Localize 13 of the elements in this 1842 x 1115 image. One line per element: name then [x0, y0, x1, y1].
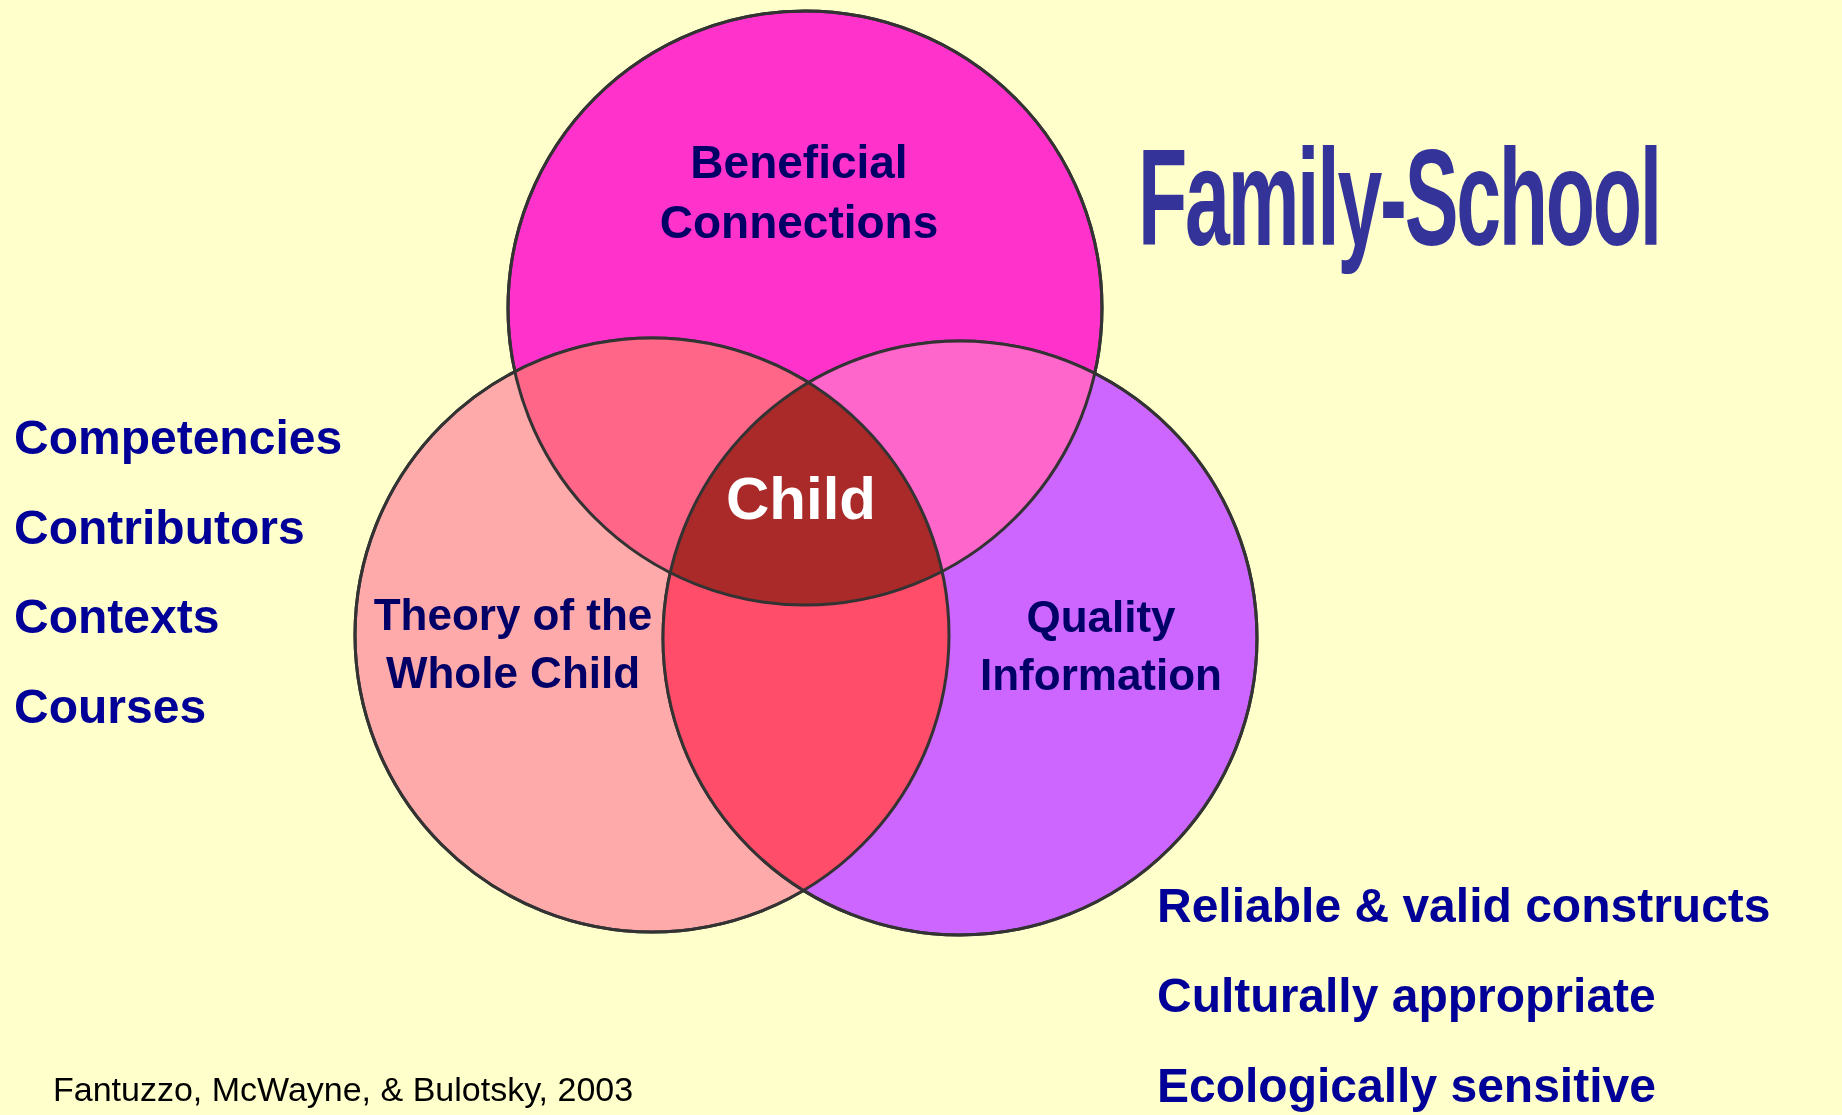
list-item: Courses: [14, 679, 207, 734]
title: Family-School: [1138, 120, 1661, 276]
list-item: Reliable & valid constructs: [1157, 878, 1771, 933]
list-item: Competencies: [14, 410, 343, 465]
center-label: Child: [725, 463, 877, 534]
list-item: Ecologically sensitive: [1157, 1058, 1656, 1113]
list-item: Contexts: [14, 589, 220, 644]
circle-label: Quality Information: [979, 591, 1223, 702]
citation-text: Fantuzzo, McWayne, & Bulotsky, 2003: [53, 1070, 634, 1109]
circle-label: Beneficial Connections: [658, 134, 940, 251]
list-item: Contributors: [14, 500, 305, 555]
list-item: Culturally appropriate: [1157, 968, 1656, 1023]
circle-label: Theory of the Whole Child: [372, 589, 654, 700]
